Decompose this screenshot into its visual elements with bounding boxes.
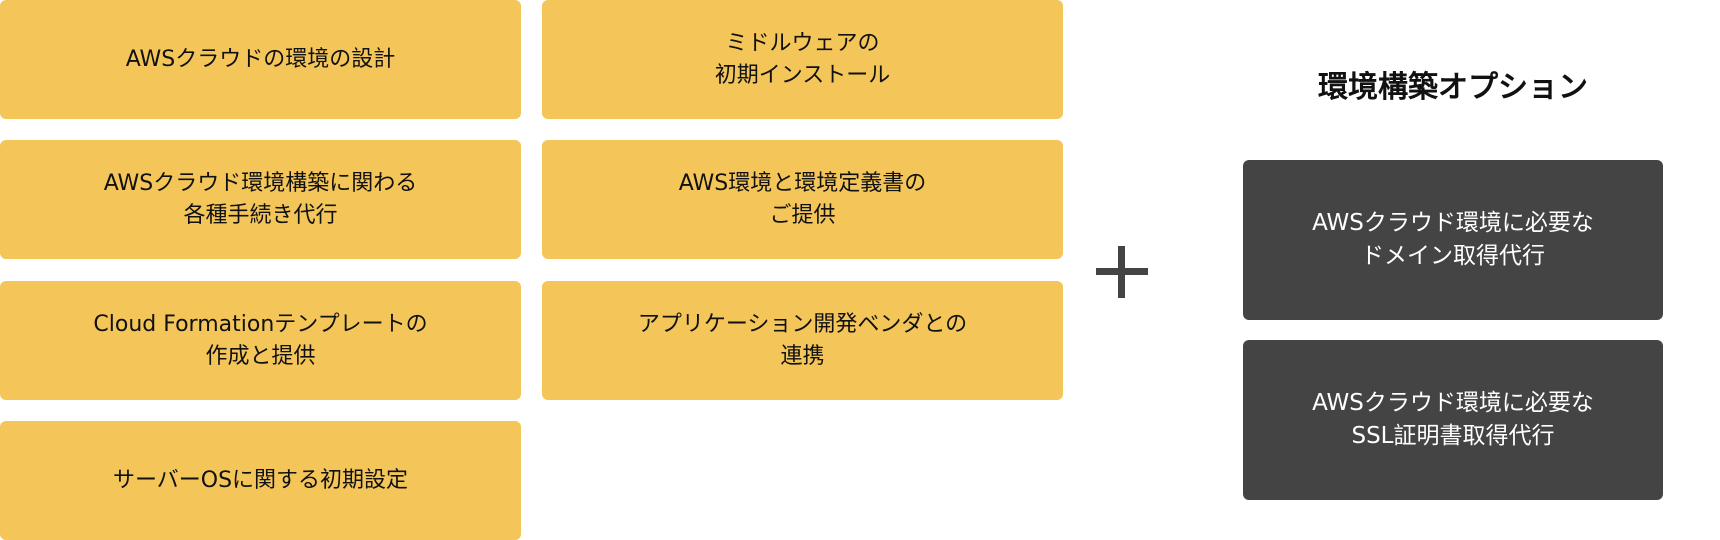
service-os-setup: サーバーOSに関する初期設定 <box>0 421 521 540</box>
service-cloudformation: Cloud Formationテンプレートの 作成と提供 <box>0 281 521 400</box>
service-env-definition: AWS環境と環境定義書の ご提供 <box>542 140 1063 259</box>
service-cloud-design: AWSクラウドの環境の設計 <box>0 0 521 119</box>
options-title: 環境構築オプション <box>1318 70 1588 105</box>
option-ssl: AWSクラウド環境に必要な SSL証明書取得代行 <box>1243 340 1663 500</box>
option-domain: AWSクラウド環境に必要な ドメイン取得代行 <box>1243 160 1663 320</box>
service-vendor-coordination: アプリケーション開発ベンダとの 連携 <box>542 281 1063 400</box>
plus-icon <box>1096 246 1148 298</box>
service-middleware-install: ミドルウェアの 初期インストール <box>542 0 1063 119</box>
service-procedures: AWSクラウド環境構築に関わる 各種手続き代行 <box>0 140 521 259</box>
